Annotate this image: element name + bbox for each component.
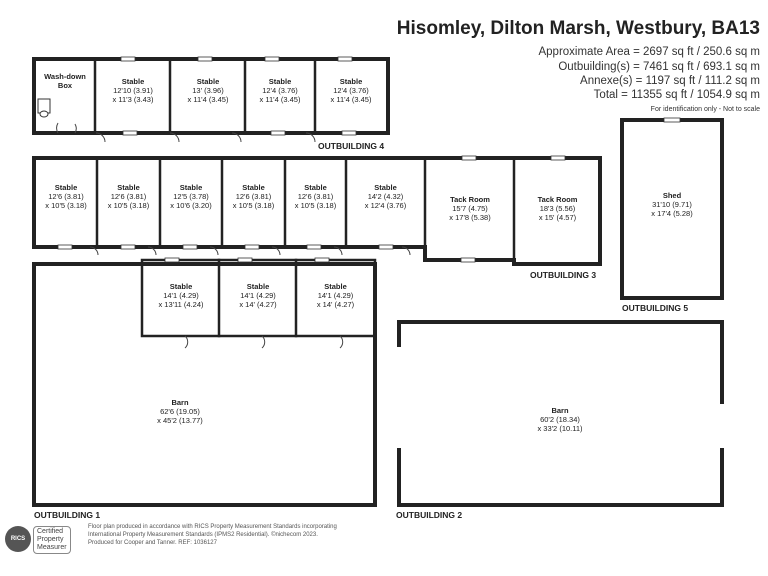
area-main: Approximate Area = 2697 sq ft / 250.6 sq… — [538, 46, 760, 58]
scale-note: For identification only - Not to scale — [650, 106, 760, 113]
certified-property-measurer-badge: Certified Property Measurer — [33, 526, 71, 554]
outbuilding-4-partitions — [93, 57, 317, 135]
outbuilding-1-label: OUTBUILDING 1 — [34, 510, 101, 520]
barn-1-walls — [32, 262, 377, 507]
barn-1-stables — [140, 258, 377, 338]
area-total: Total = 11355 sq ft / 1054.9 sq m — [593, 89, 760, 101]
toilet-icon — [37, 98, 51, 118]
footer-disclaimer: Floor plan produced in accordance with R… — [88, 524, 337, 546]
area-annexe: Annexe(s) = 1197 sq ft / 111.2 sq m — [580, 75, 760, 87]
outbuilding-5-label: OUTBUILDING 5 — [622, 303, 689, 313]
stable-row-partitions — [95, 156, 516, 266]
door-window-details — [56, 122, 411, 349]
room-washdown-box: Wash-down Box — [44, 72, 86, 90]
rics-logo: RICS — [5, 526, 31, 552]
area-outbuildings: Outbuilding(s) = 7461 sq ft / 693.1 sq m — [558, 61, 760, 73]
property-title: Hisomley, Dilton Marsh, Westbury, BA13 — [396, 18, 760, 39]
outbuilding-4-label: OUTBUILDING 4 — [318, 141, 385, 151]
window-marks — [57, 56, 681, 263]
outbuilding-2-label: OUTBUILDING 2 — [396, 510, 463, 520]
barn-2-walls — [397, 320, 724, 404]
outbuilding-3-label: OUTBUILDING 3 — [530, 270, 597, 280]
